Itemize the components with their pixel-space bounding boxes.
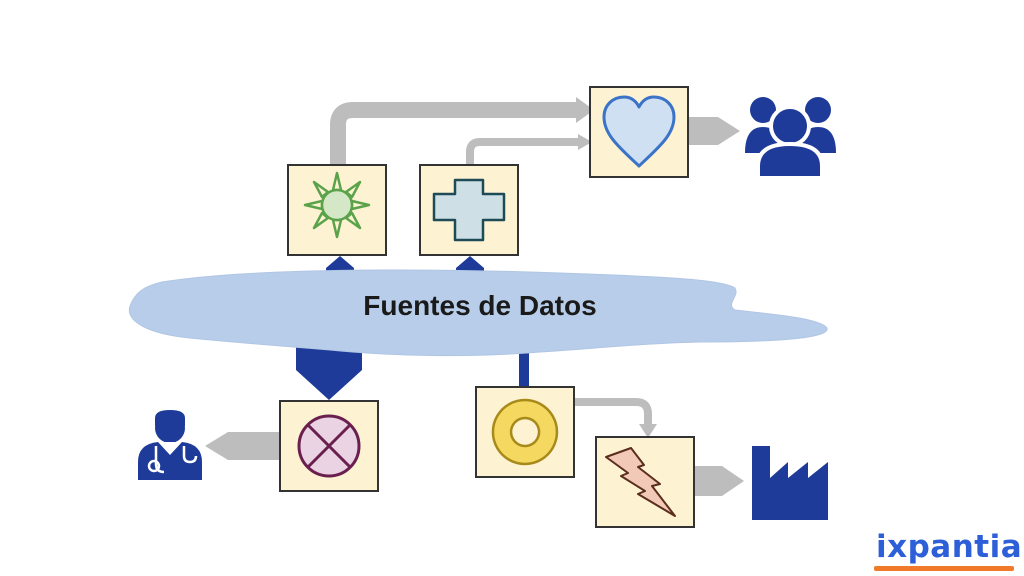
cloud-label: Fuentes de Datos bbox=[363, 290, 597, 321]
doctor-icon bbox=[138, 410, 202, 480]
navy-connector-xcircle bbox=[296, 345, 362, 400]
arrow-lightning-to-factory bbox=[694, 466, 744, 496]
navy-connector-ring bbox=[519, 348, 529, 386]
connector-sun-to-heart bbox=[330, 97, 594, 165]
factory-icon bbox=[752, 446, 828, 520]
lightning-icon bbox=[605, 447, 676, 517]
ixpantia-logo: ixpantia bbox=[876, 529, 1023, 565]
arrow-xcircle-to-doctor bbox=[205, 432, 280, 460]
people-group-icon bbox=[745, 97, 836, 180]
ring-icon bbox=[491, 398, 559, 466]
connector-cross-to-heart bbox=[466, 134, 592, 165]
arrow-heart-to-people bbox=[688, 117, 740, 145]
x-circle-icon bbox=[297, 414, 361, 478]
sun-icon bbox=[303, 171, 371, 239]
logo-underline bbox=[874, 566, 1014, 571]
ring-node bbox=[475, 386, 575, 478]
data-sources-cloud bbox=[128, 269, 828, 357]
medical-cross-icon bbox=[432, 178, 506, 242]
connector-ring-to-lightning bbox=[574, 398, 657, 438]
heart-icon bbox=[602, 95, 676, 168]
heart-node bbox=[589, 86, 689, 178]
x-circle-node bbox=[279, 400, 379, 492]
sun-node bbox=[287, 164, 387, 256]
cross-node bbox=[419, 164, 519, 256]
lightning-node bbox=[595, 436, 695, 528]
